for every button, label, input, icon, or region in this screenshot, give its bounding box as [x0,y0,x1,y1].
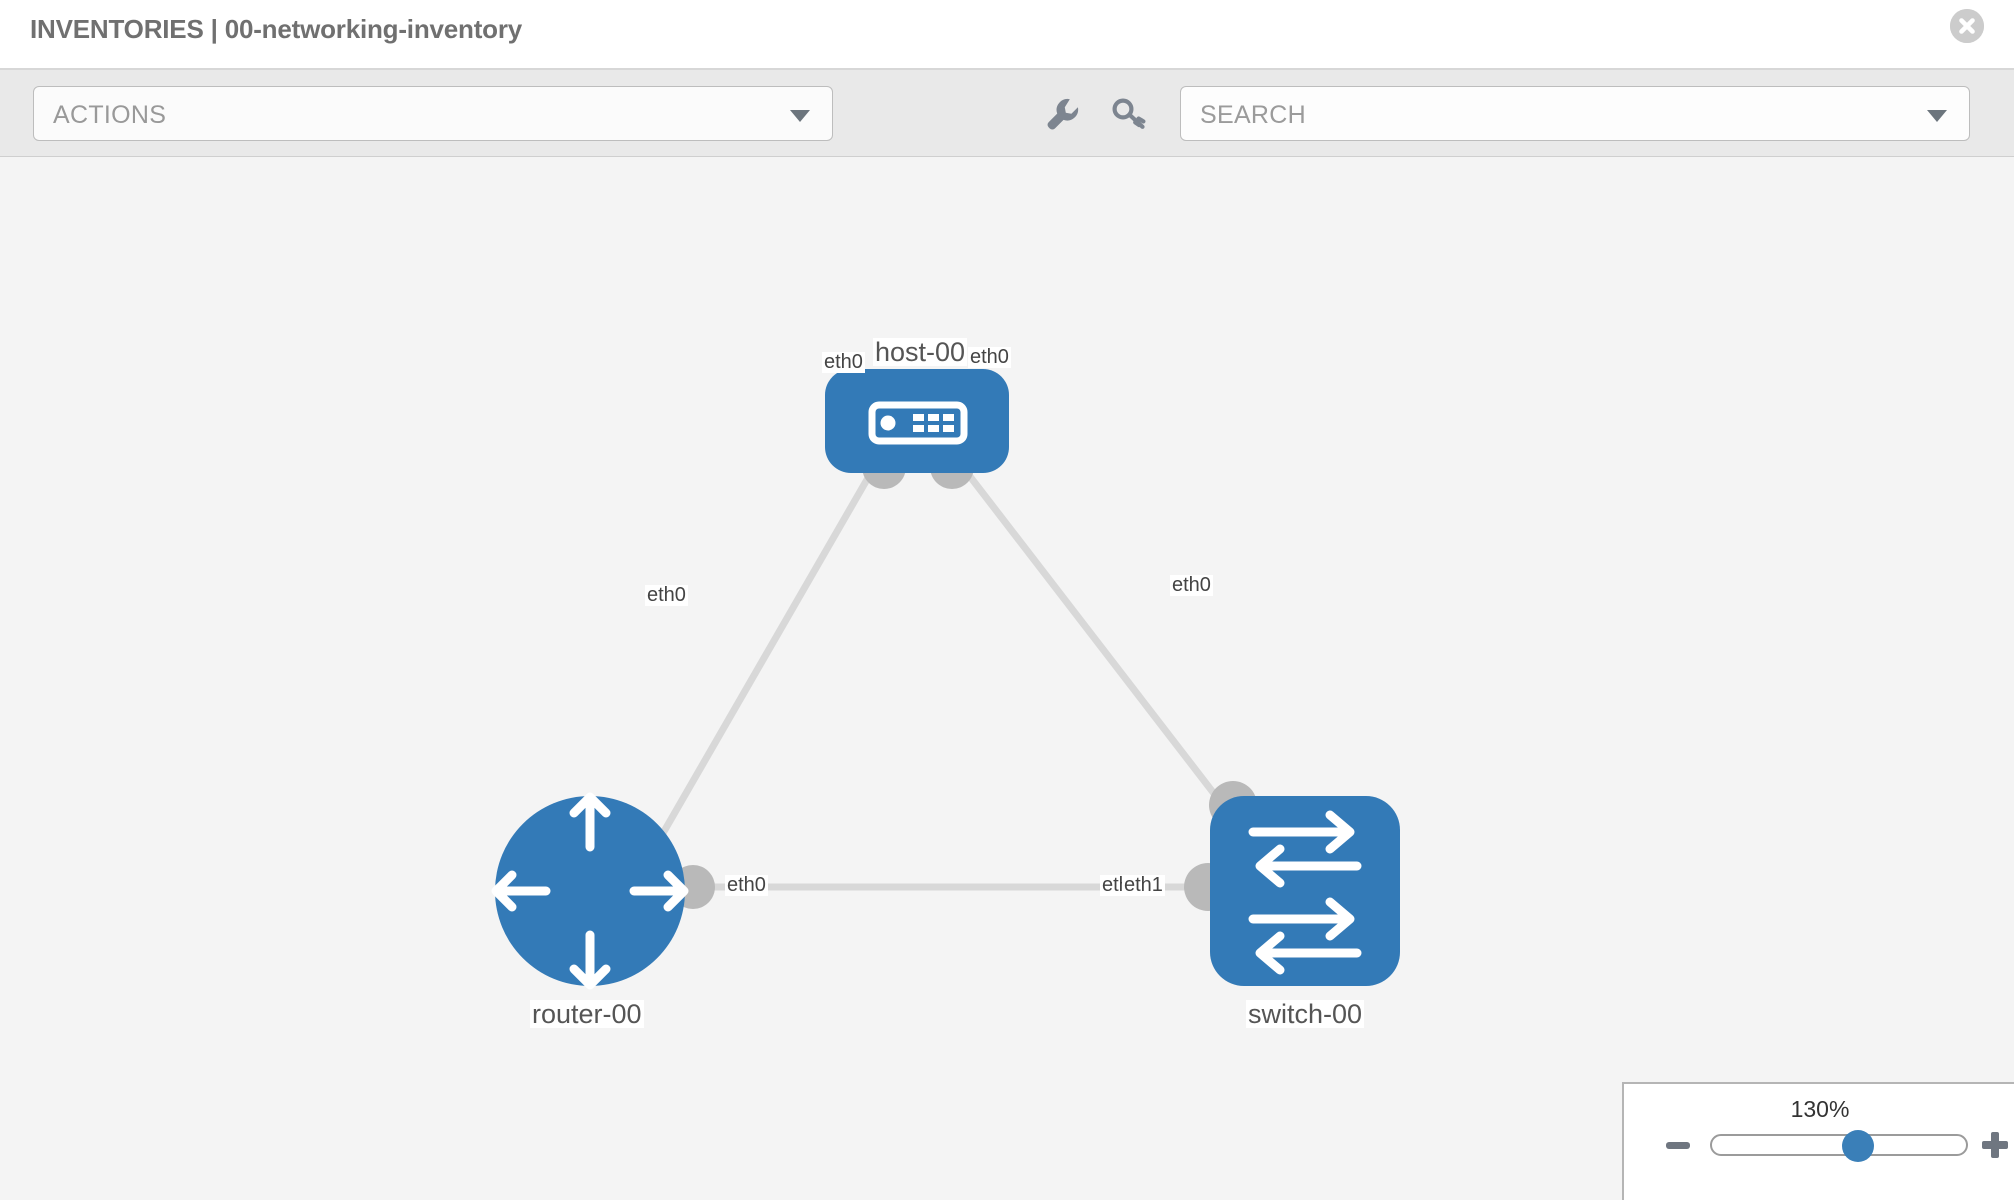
switch-arrows-icon [1248,810,1362,975]
zoom-in-button[interactable] [1982,1132,2008,1158]
edge-label-host00-left: eth0 [822,351,865,373]
node-label-host-00: host-00 [873,337,968,367]
toolbar: ACTIONS SEARCH [0,70,2014,157]
zoom-percent-label: 130% [1790,1096,1850,1122]
page-header: INVENTORIES | 00-networking-inventory [0,0,2014,70]
node-host-00[interactable] [825,369,1009,473]
edge-label-router00-eth0: eth0 [725,874,768,896]
zoom-slider-track[interactable] [1710,1134,1968,1156]
chevron-down-icon [790,110,810,122]
topology-graph [491,369,1400,990]
edge-label-router00-up: eth0 [645,584,688,606]
node-label-switch-00: switch-00 [1246,999,1365,1029]
edge-host00-router00[interactable] [651,455,884,849]
node-switch-00[interactable] [1210,796,1400,986]
server-icon [868,401,968,445]
search-input[interactable]: SEARCH [1180,86,1970,141]
wrench-button[interactable] [1040,92,1084,136]
chevron-down-icon [1927,110,1947,122]
close-button[interactable] [1950,9,1984,43]
router-arrows-icon [491,792,689,990]
node-router-00[interactable] [491,792,689,990]
key-button[interactable] [1108,92,1152,136]
edge-label-host00-right: eth0 [968,346,1011,368]
zoom-control-panel: 130% [1622,1082,2014,1200]
connector-layer [671,445,1257,911]
key-icon [1112,98,1146,129]
page-title: INVENTORIES | 00-networking-inventory [30,14,523,44]
edge-label-switch00-eth1: eth1 [1122,874,1165,896]
edge-label-switch00-up: eth0 [1170,574,1213,596]
close-icon [1950,9,1984,43]
actions-dropdown[interactable]: ACTIONS [33,86,833,141]
topology-canvas[interactable]: host-00 router-00 switch-00 eth0 eth0 et… [0,157,2014,1200]
edge-host00-switch00[interactable] [952,454,1235,820]
zoom-out-button[interactable] [1666,1142,1690,1149]
wrench-icon [1047,98,1079,130]
edge-layer [651,454,1235,891]
search-placeholder: SEARCH [1200,101,1306,129]
node-label-router-00: router-00 [530,999,644,1029]
zoom-slider-thumb[interactable] [1842,1130,1874,1162]
actions-dropdown-label: ACTIONS [53,101,167,129]
